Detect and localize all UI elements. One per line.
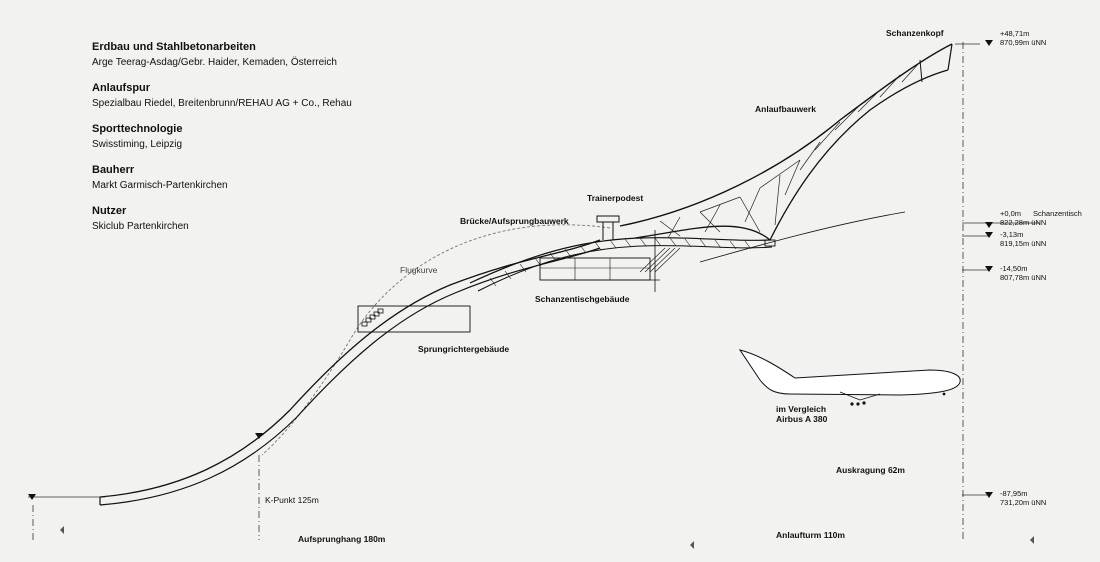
elevation-marker-kpunkt	[255, 433, 263, 439]
credit-group: Erdbau und Stahlbetonarbeiten Arge Teera…	[92, 40, 422, 71]
credit-heading: Nutzer	[92, 205, 127, 217]
elevation-rel: -14,50m	[1000, 264, 1028, 273]
credit-group: Anlaufspur Spezialbau Riedel, Breitenbru…	[92, 81, 422, 112]
credits-block: Erdbau und Stahlbetonarbeiten Arge Teera…	[92, 40, 422, 245]
credit-heading: Anlaufspur	[92, 82, 151, 94]
credit-text: Arge Teerag-Asdag/Gebr. Haider, Kemaden,…	[92, 57, 337, 68]
credit-text: Markt Garmisch-Partenkirchen	[92, 180, 228, 191]
label-airbus: Airbus A 380	[776, 414, 828, 424]
credit-heading: Sporttechnologie	[92, 123, 183, 135]
credit-heading: Erdbau und Stahlbetonarbeiten	[92, 41, 256, 53]
label-k-punkt: K-Punkt 125m	[265, 495, 319, 505]
label-anlaufturm: Anlaufturm 110m	[776, 530, 845, 540]
bridge-deck	[469, 236, 771, 284]
airbus-silhouette	[738, 349, 961, 396]
label-auskragung: Auskragung 62m	[836, 465, 905, 475]
credit-text: Swisstiming, Leipzig	[92, 139, 183, 150]
inrun-support	[764, 239, 776, 247]
label-anlaufbauwerk: Anlaufbauwerk	[755, 104, 816, 114]
bridge-hatching	[489, 237, 752, 287]
elevation-abs: 819,15m üNN	[1000, 239, 1047, 248]
elevation-marker-table2	[985, 232, 993, 238]
pin-glyph	[1030, 536, 1034, 544]
judges-tower	[357, 305, 471, 333]
elevation-abs: 731,20m üNN	[1000, 498, 1047, 507]
schanzentisch-building	[539, 257, 651, 281]
label-aufsprunghang: Aufsprunghang 180m	[298, 534, 386, 544]
elevation-abs: 870,99m üNN	[1000, 38, 1047, 47]
elevation-rel: +0,0m	[1000, 209, 1022, 218]
elevation-marker-bottom	[985, 492, 993, 498]
label-schanzentischgebaeude: Schanzentischgebäude	[535, 294, 630, 304]
label-sprungrichtergebaeude: Sprungrichtergebäude	[418, 344, 510, 354]
credit-text: Skiclub Partenkirchen	[92, 221, 189, 232]
label-schanzenkopf: Schanzenkopf	[886, 28, 944, 38]
trainer-podium	[596, 215, 620, 223]
credit-text: Spezialbau Riedel, Breitenbrunn/REHAU AG…	[92, 98, 352, 109]
pin-glyph	[690, 541, 694, 549]
label-flugkurve: Flugkurve	[400, 265, 438, 275]
label-schanzentisch: Schanzentisch	[1033, 209, 1082, 218]
credit-group: Sporttechnologie Swisstiming, Leipzig	[92, 122, 422, 153]
elevation-abs: 822,28m üNN	[1000, 218, 1047, 227]
credit-heading: Bauherr	[92, 164, 135, 176]
ground-line	[699, 211, 906, 263]
label-trainerpodest: Trainerpodest	[587, 193, 644, 203]
flight-curve	[261, 224, 611, 456]
landing-hill	[99, 239, 601, 498]
elevation-rel: -3,13m	[1000, 230, 1024, 239]
label-vergleich: im Vergleich	[776, 404, 827, 414]
credit-group: Nutzer Skiclub Partenkirchen	[92, 204, 422, 235]
landing-hill-inner	[99, 247, 601, 506]
elevation-rel: +48,71m	[1000, 29, 1030, 38]
elevation-rel: -87,95m	[1000, 489, 1028, 498]
elevation-marker-top	[985, 40, 993, 46]
elevation-marker-table	[985, 222, 993, 228]
pin-glyph	[60, 526, 64, 534]
elevation-abs: 807,78m üNN	[1000, 273, 1047, 282]
inrun-truss	[659, 61, 921, 239]
inrun-upper-chord	[619, 43, 953, 227]
credit-group: Bauherr Markt Garmisch-Partenkirchen	[92, 163, 422, 194]
elevation-marker-left	[28, 494, 36, 500]
label-bruecke: Brücke/Aufsprungbauwerk	[460, 216, 569, 226]
elevation-marker-building	[985, 266, 993, 272]
inrun-lower-chord	[634, 69, 949, 242]
